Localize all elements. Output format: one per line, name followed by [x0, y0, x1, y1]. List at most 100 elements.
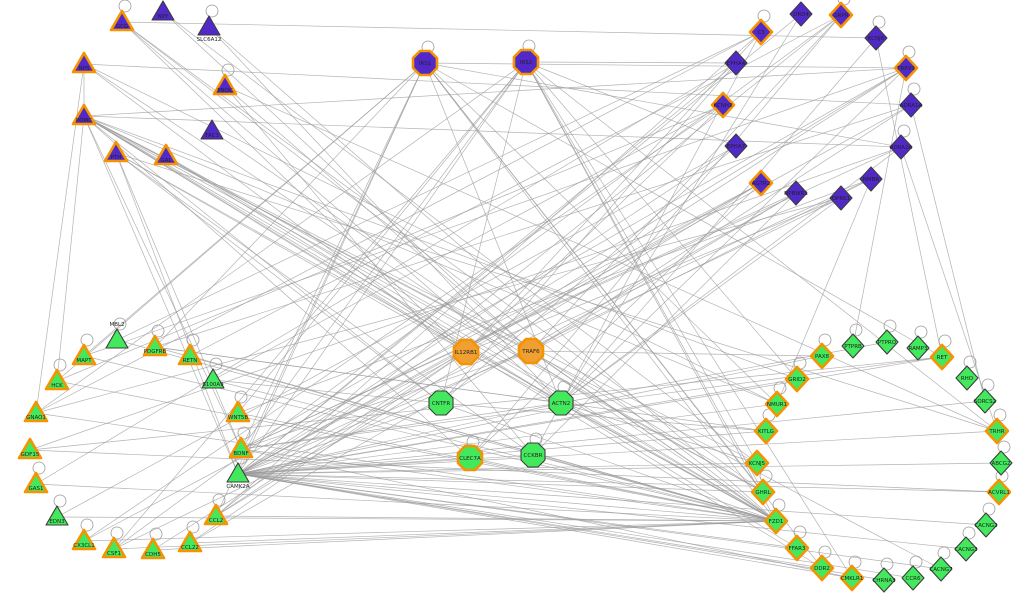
node-csf1[interactable]	[101, 536, 127, 559]
node-cx3cl1[interactable]	[71, 528, 97, 551]
edge-gnao1-fzd1[interactable]	[35, 412, 777, 522]
edge-irs2-wnt5b[interactable]	[237, 61, 527, 414]
node-irs1[interactable]	[411, 49, 439, 77]
edge-wnt5b-d14[interactable]	[237, 178, 872, 414]
edge-camk2a-grid2[interactable]	[237, 378, 798, 475]
edge-clec7a-d11[interactable]	[469, 182, 762, 459]
edge-irs2-ghrl[interactable]	[525, 61, 764, 493]
edge-tl2-kcnj5[interactable]	[162, 11, 758, 464]
edge-pdgfrb-d8[interactable]	[154, 104, 912, 348]
edge-hck-fzd1[interactable]	[56, 380, 777, 522]
edge-irs2-trhr[interactable]	[525, 61, 998, 432]
edge-traf6-tl2[interactable]	[162, 11, 532, 352]
node-gdf15[interactable]	[17, 437, 43, 460]
edge-d8-sorcs2[interactable]	[910, 104, 986, 402]
node-tl5[interactable]	[212, 73, 238, 96]
self-loop-ptprb[interactable]	[849, 323, 863, 337]
edge-camk2a-cacng7[interactable]	[237, 473, 942, 570]
node-cacng3[interactable]	[954, 536, 978, 562]
self-loop-abcg2[interactable]	[997, 440, 1011, 454]
edge-camk2a-pax8[interactable]	[237, 355, 823, 475]
node-bdnf[interactable]	[228, 436, 254, 459]
self-loop-chrna3[interactable]	[880, 557, 894, 571]
edge-camk2a-d9[interactable]	[237, 145, 737, 475]
edge-traf6-d3[interactable]	[530, 14, 842, 352]
self-loop-ccl2[interactable]	[212, 493, 226, 507]
edge-camk2a-acvrl1[interactable]	[237, 473, 1000, 493]
edge-irs1-mapt[interactable]	[83, 62, 426, 357]
edge-tl6-nmur1[interactable]	[83, 115, 778, 405]
self-loop-ccr6[interactable]	[909, 555, 923, 569]
node-mbl2[interactable]	[105, 328, 129, 349]
node-ccl22[interactable]	[177, 530, 203, 553]
node-sorcs2[interactable]	[973, 388, 997, 414]
self-loop-tl5[interactable]	[221, 63, 235, 77]
node-pdgfrb[interactable]	[142, 334, 168, 357]
edge-tl6-d10[interactable]	[83, 115, 902, 148]
edge-actn2-d13[interactable]	[560, 197, 842, 404]
edge-gas1-d5[interactable]	[35, 62, 737, 485]
edge-il12-d1[interactable]	[465, 31, 762, 353]
node-acvrl1[interactable]	[986, 478, 1012, 506]
node-wnt5b[interactable]	[225, 400, 251, 423]
self-loop-ccl22[interactable]	[186, 520, 200, 534]
edge-camk2a-nmur1[interactable]	[237, 403, 778, 475]
self-loop-sorcs2[interactable]	[981, 378, 995, 392]
edge-traf6-d8[interactable]	[530, 104, 912, 352]
edge-irs1-ccl2[interactable]	[215, 62, 426, 517]
self-loop-wnt5b[interactable]	[234, 390, 248, 404]
edge-tl4-fzd1[interactable]	[83, 63, 777, 522]
edge-mbl2-fzd1[interactable]	[116, 339, 777, 522]
edge-clec7a-tl6[interactable]	[83, 115, 471, 459]
edge-il12-d7[interactable]	[465, 104, 724, 353]
edge-camk2a-cacng3[interactable]	[237, 473, 967, 550]
node-cntfr[interactable]	[428, 390, 454, 416]
node-d9[interactable]	[724, 133, 748, 159]
edge-gas1-fzd1[interactable]	[35, 483, 777, 522]
node-cacng2[interactable]	[974, 512, 998, 538]
self-loop-cacng7[interactable]	[937, 546, 951, 560]
node-tl1[interactable]	[109, 9, 135, 32]
edge-actn2-camk2a[interactable]	[237, 402, 562, 475]
self-loop-tl3[interactable]	[205, 4, 219, 18]
node-kcnj5[interactable]	[744, 449, 770, 477]
edge-tl6-cacng7[interactable]	[83, 115, 942, 570]
edge-tl6-camk2a[interactable]	[83, 115, 239, 475]
node-d2[interactable]	[789, 1, 813, 27]
edge-camk2a-ghrl[interactable]	[237, 473, 764, 493]
edge-ccl22-fzd1[interactable]	[189, 520, 777, 544]
edge-il12-tl1[interactable]	[121, 21, 467, 353]
self-loop-s100a9[interactable]	[209, 357, 223, 371]
edge-wnt5b-fzd1[interactable]	[237, 412, 777, 522]
edge-gdf15-ret[interactable]	[29, 356, 943, 451]
edge-traf6-tl5[interactable]	[224, 85, 532, 352]
edge-ccl22-d12[interactable]	[189, 192, 797, 544]
edge-cdh5-fzd1[interactable]	[152, 520, 777, 551]
edge-camk2a-d6[interactable]	[237, 67, 907, 475]
node-gnao1[interactable]	[23, 400, 49, 423]
node-tl8[interactable]	[103, 140, 129, 163]
edge-tl8-fzd1[interactable]	[115, 152, 777, 522]
node-d10[interactable]	[889, 134, 913, 160]
edge-cx3cl1-d7[interactable]	[83, 104, 724, 542]
self-loop-ptpro[interactable]	[883, 319, 897, 333]
node-nmur1[interactable]	[764, 390, 790, 418]
node-ccr6[interactable]	[901, 565, 925, 591]
edge-cckbr-d12[interactable]	[532, 192, 797, 456]
self-loop-cacng3[interactable]	[962, 526, 976, 540]
node-camk2a[interactable]	[226, 462, 250, 483]
node-chrna3[interactable]	[872, 567, 896, 593]
node-ramp3[interactable]	[906, 335, 930, 361]
edge-clec7a-d3[interactable]	[469, 14, 842, 459]
self-loop-d8[interactable]	[907, 82, 921, 96]
edge-camk2a-d5[interactable]	[237, 62, 737, 475]
edge-s100a9-d7[interactable]	[212, 104, 724, 381]
node-il12[interactable]	[452, 338, 480, 366]
node-tl9[interactable]	[153, 143, 179, 166]
edge-bdnf-fzd1[interactable]	[240, 448, 777, 522]
node-d6[interactable]	[893, 54, 919, 82]
self-loop-retn[interactable]	[186, 333, 200, 347]
node-actn2[interactable]	[548, 390, 574, 416]
edge-csf1-fzd1[interactable]	[113, 520, 777, 550]
